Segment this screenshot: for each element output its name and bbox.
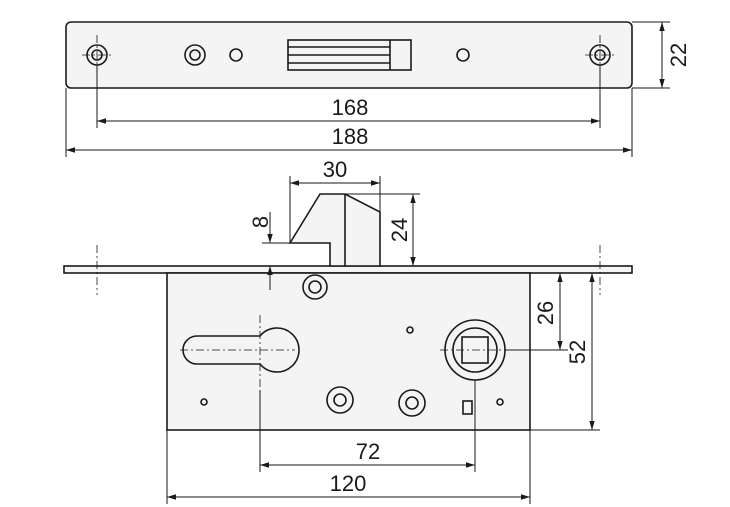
small-hole xyxy=(229,48,243,62)
dimension-30: 30 xyxy=(289,157,381,243)
dimension-52: 52 xyxy=(530,273,600,431)
dimension-label: 26 xyxy=(533,301,558,325)
dimension-72: 72 xyxy=(259,380,476,472)
dimension-label: 22 xyxy=(666,43,691,67)
dimension-label: 8 xyxy=(248,216,273,228)
latch-slot xyxy=(287,39,412,71)
dimension-168: 168 xyxy=(96,65,601,128)
cylinder-keyhole-icon xyxy=(180,315,300,390)
screw-hole-icon xyxy=(184,44,206,66)
lock-body-side-view xyxy=(63,193,633,431)
dimension-label: 168 xyxy=(332,95,369,120)
screw-hole-icon xyxy=(326,386,354,414)
faceplate-top-view xyxy=(65,21,633,89)
dimension-label: 72 xyxy=(356,439,380,464)
screw-hole-icon xyxy=(398,389,426,417)
dimension-24: 24 xyxy=(345,193,420,267)
dimension-8: 8 xyxy=(248,212,290,290)
dimension-22: 22 xyxy=(632,21,691,89)
dimension-188: 188 xyxy=(65,88,633,157)
dimension-120: 120 xyxy=(166,430,531,504)
dimension-label: 24 xyxy=(387,218,412,242)
dimension-label: 188 xyxy=(332,124,369,149)
latch-bolt xyxy=(288,193,381,267)
faceplate-edge xyxy=(63,265,633,274)
small-hole xyxy=(456,48,470,62)
dimension-label: 52 xyxy=(565,340,590,364)
dimension-26: 26 xyxy=(505,273,568,351)
screw-hole-icon xyxy=(302,274,328,300)
dimension-label: 120 xyxy=(330,471,367,496)
dimension-label: 30 xyxy=(323,157,347,182)
lock-case xyxy=(166,272,531,431)
